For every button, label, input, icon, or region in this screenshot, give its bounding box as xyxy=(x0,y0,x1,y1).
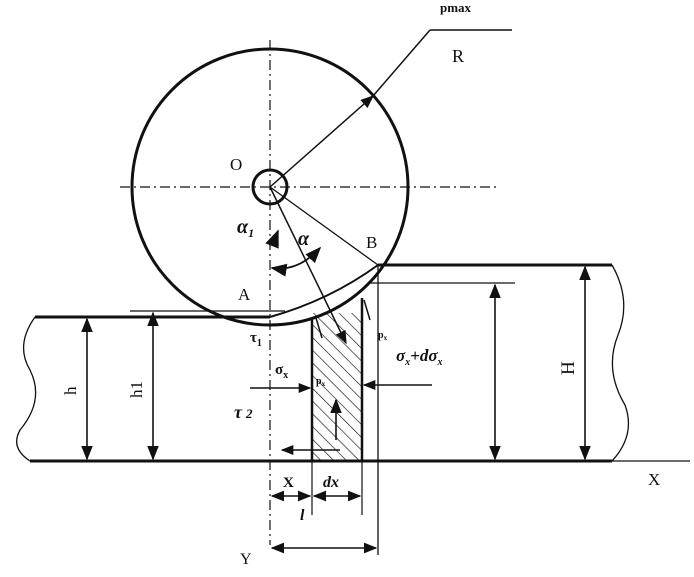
label-dx: dx xyxy=(323,474,339,491)
label-Y: Y xyxy=(240,551,252,568)
alpha1-arc xyxy=(265,229,279,249)
label-X-small: X xyxy=(283,475,294,491)
top-cut-label: pmax xyxy=(440,0,472,15)
label-sigma-x: σx xyxy=(275,362,288,381)
left-break-line xyxy=(16,316,37,462)
right-break-line xyxy=(611,264,630,462)
label-O: O xyxy=(230,155,242,174)
label-alpha: α xyxy=(298,228,310,250)
px-marker-right xyxy=(363,299,371,321)
label-px-small: px xyxy=(316,376,326,388)
element-slab-hatch xyxy=(312,313,362,461)
line-to-b xyxy=(269,186,379,266)
label-B: B xyxy=(366,233,377,252)
label-sigma-dsigma: σx+dσx xyxy=(396,346,443,368)
alpha-arc xyxy=(270,246,322,277)
label-alpha1: α1 xyxy=(237,216,254,240)
label-A: A xyxy=(238,285,251,304)
radius-line xyxy=(269,95,375,188)
label-R: R xyxy=(452,46,464,66)
label-h1: h1 xyxy=(127,381,146,398)
label-H: H xyxy=(558,361,579,375)
contact-arc xyxy=(269,264,379,318)
label-h: h xyxy=(61,386,80,395)
label-X-axis: X xyxy=(648,470,660,489)
label-tau1: τ1 xyxy=(250,330,262,349)
px-marker-left xyxy=(315,317,323,339)
label-px-right: px xyxy=(378,330,388,342)
radius-leader xyxy=(372,29,431,97)
label-l: l xyxy=(300,507,305,524)
